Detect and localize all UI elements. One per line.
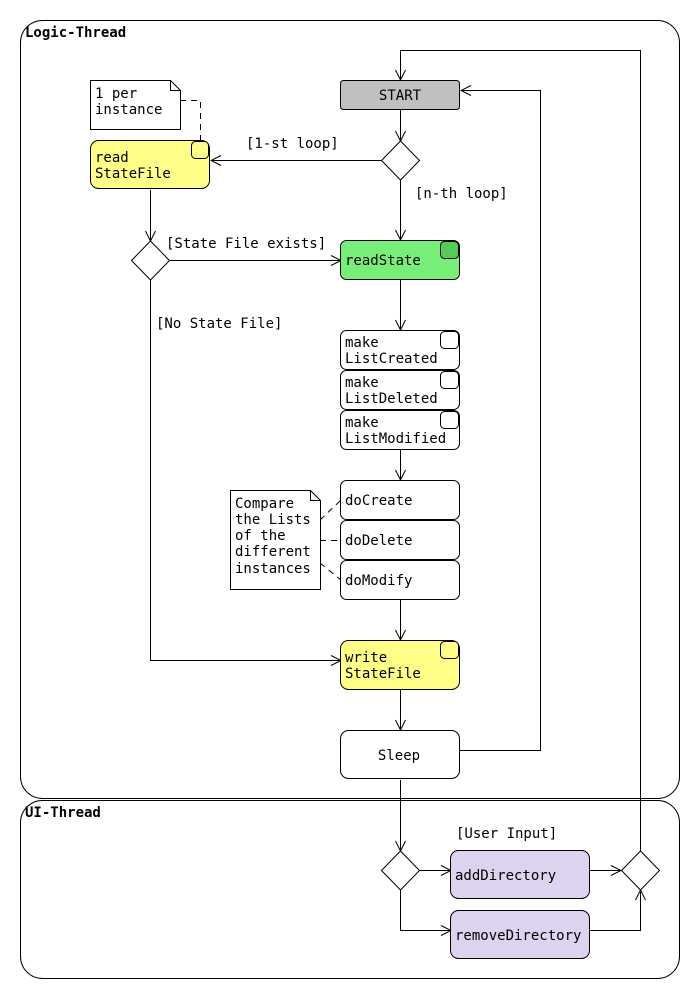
make-list-modified-node: make ListModified (340, 410, 460, 450)
logic-thread-lane: Logic-Thread (20, 20, 680, 799)
edge-remove-merge (590, 890, 641, 931)
read-state-node: readState (340, 240, 460, 280)
do-modify-label: doModify (345, 573, 412, 589)
edges (150, 50, 641, 931)
edge-ui-remove (400, 890, 452, 931)
add-directory-label: addDirectory (455, 868, 556, 884)
do-create-node: doCreate (340, 480, 460, 520)
make-list-modified-label: make ListModified (345, 415, 446, 447)
compare-note: Compare the Lists of the different insta… (230, 490, 321, 590)
sleep-node: Sleep (340, 730, 460, 779)
loop-decision-node (380, 140, 421, 181)
state-file-decision-node (130, 240, 171, 281)
edge-sleep-start (460, 91, 541, 751)
do-delete-node: doDelete (340, 520, 460, 560)
write-statefile-label: write StateFile (345, 650, 421, 682)
merge-node (620, 850, 661, 891)
start-node: START (340, 80, 460, 110)
sleep-label: Sleep (378, 748, 420, 764)
per-instance-note-text: 1 per instance (95, 86, 162, 118)
start-label: START (379, 88, 422, 104)
read-state-label: readState (345, 253, 421, 269)
edge-merge-start (401, 50, 641, 851)
remove-directory-node: removeDirectory (450, 910, 590, 959)
do-modify-node: doModify (340, 560, 460, 600)
read-statefile-node: read StateFile (90, 140, 210, 189)
add-directory-node: addDirectory (450, 850, 590, 899)
do-delete-label: doDelete (345, 533, 412, 549)
per-instance-note: 1 per instance (90, 80, 181, 130)
write-statefile-node: write StateFile (340, 640, 460, 690)
user-input-decision-node (380, 850, 421, 891)
guard-state-exists: [State File exists] (166, 236, 326, 252)
make-list-deleted-node: make ListDeleted (340, 370, 460, 410)
edge-no-state (150, 280, 342, 661)
read-statefile-label: read StateFile (95, 150, 171, 182)
make-list-created-node: make ListCreated (340, 330, 460, 370)
compare-note-text: Compare the Lists of the different insta… (235, 496, 319, 577)
guard-nth-loop: [n-th loop] (415, 186, 508, 202)
guard-user-input: [User Input] (456, 826, 557, 842)
do-create-label: doCreate (345, 493, 412, 509)
make-list-created-label: make ListCreated (345, 335, 438, 367)
ui-thread-lane: UI-Thread (20, 800, 680, 979)
remove-directory-label: removeDirectory (455, 928, 581, 944)
guard-no-state: [No State File] (156, 316, 282, 332)
guard-first-loop: [1-st loop] (246, 136, 339, 152)
logic-thread-label: Logic-Thread (25, 25, 126, 41)
make-list-deleted-label: make ListDeleted (345, 375, 438, 407)
ui-thread-label: UI-Thread (25, 805, 101, 821)
note-connectors (180, 100, 342, 581)
